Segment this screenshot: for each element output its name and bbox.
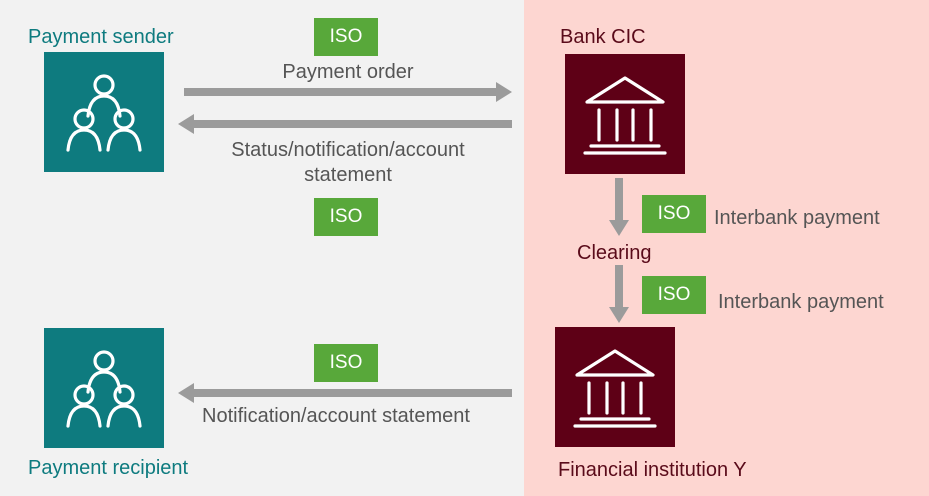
payment-recipient-label: Payment recipient	[28, 457, 189, 479]
status-arrow	[178, 114, 512, 134]
people-group-icon	[66, 350, 142, 428]
people-group-icon	[66, 74, 142, 152]
clearing-label: Clearing	[577, 242, 652, 264]
bank-building-icon	[583, 76, 667, 155]
iso-badge-payment-order: ISO	[314, 18, 378, 56]
notification-arrow	[178, 383, 512, 403]
status-label-line1: Status/notification/account	[231, 139, 465, 161]
financial-institution-label: Financial institution Y	[558, 459, 747, 481]
bank-building-icon	[573, 349, 657, 428]
payment-sender-label: Payment sender	[28, 26, 174, 48]
bank-cic-box	[565, 54, 685, 174]
iso-badge-status: ISO	[314, 198, 378, 236]
payment-order-label: Payment order	[282, 61, 414, 83]
interbank-payment-label-1: Interbank payment	[714, 207, 880, 229]
interbank-arrow-2	[609, 265, 629, 323]
iso-badge-interbank-2: ISO	[642, 276, 706, 314]
iso-badge-interbank-1: ISO	[642, 195, 706, 233]
interbank-arrow-1	[609, 178, 629, 236]
payment-recipient-box	[44, 328, 164, 448]
financial-institution-box	[555, 327, 675, 447]
payment-sender-box	[44, 52, 164, 172]
interbank-payment-label-2: Interbank payment	[718, 291, 884, 313]
status-label-line2: statement	[304, 164, 392, 186]
notification-label: Notification/account statement	[202, 405, 470, 427]
iso-badge-notification: ISO	[314, 344, 378, 382]
payment-order-arrow	[184, 82, 512, 102]
bank-cic-label: Bank CIC	[560, 26, 646, 48]
